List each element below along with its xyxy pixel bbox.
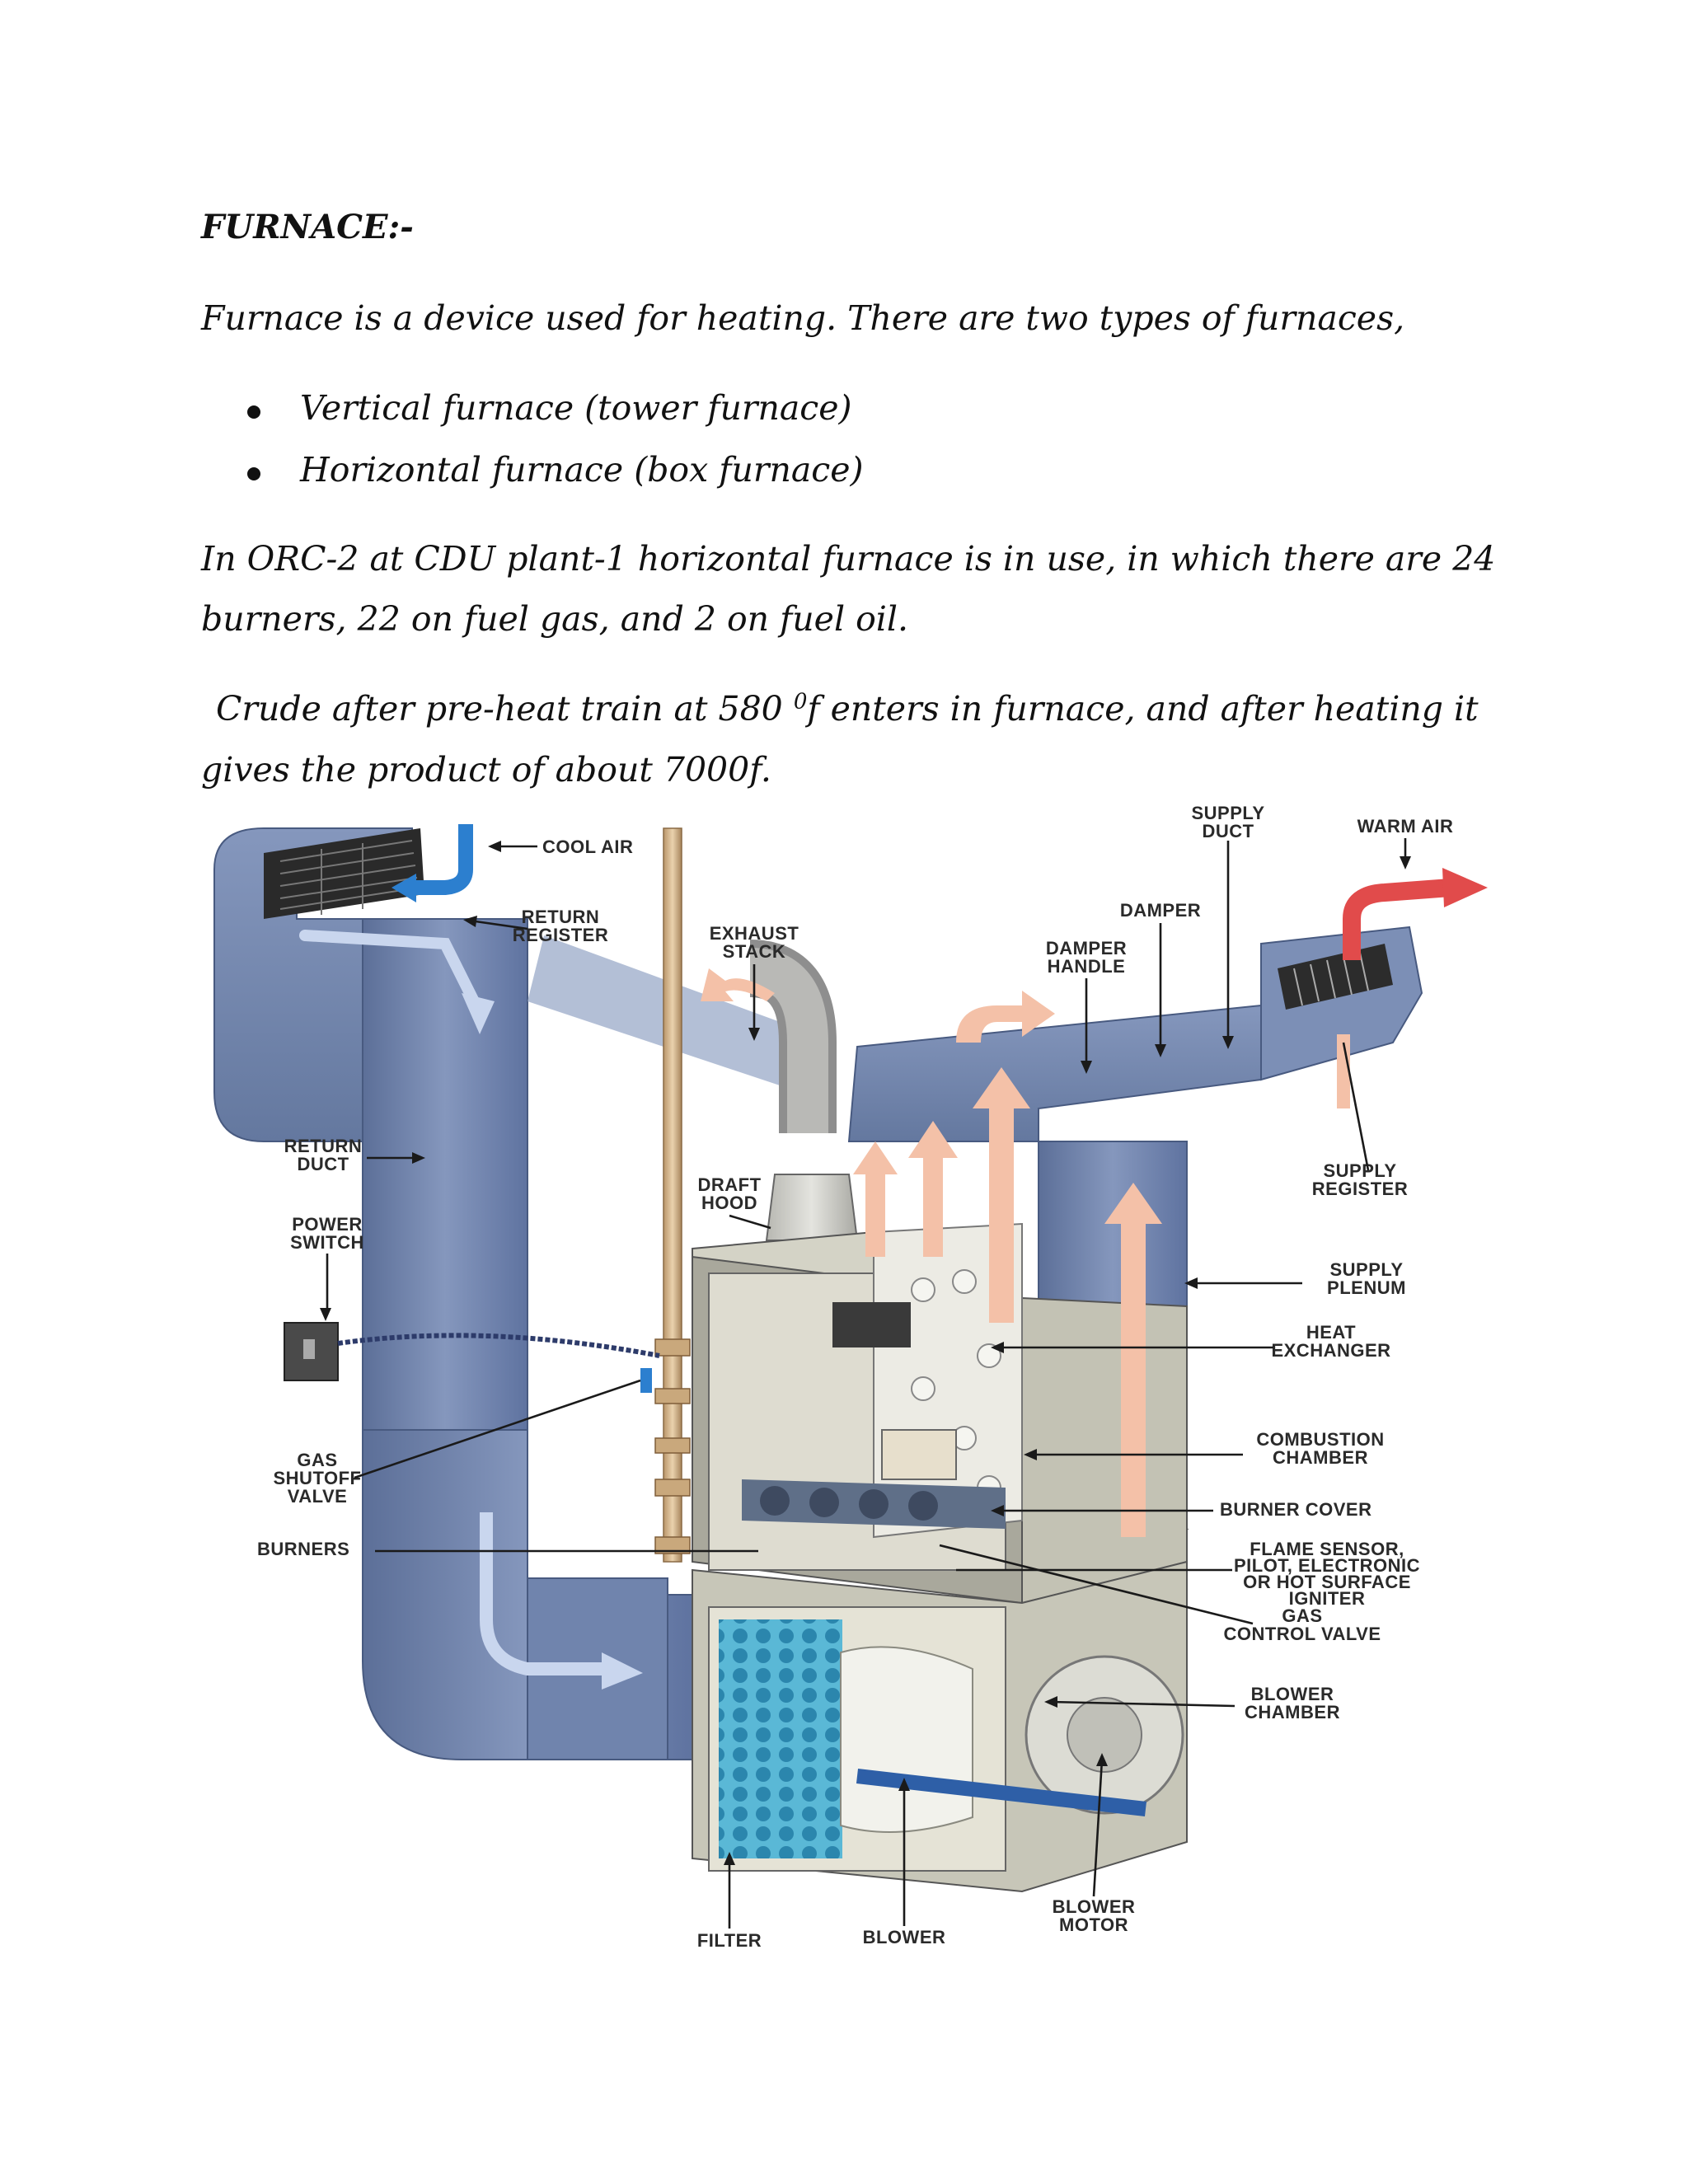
furnace-type-item: Horizontal furnace (box furnace)	[300, 450, 864, 490]
label-blower-chamber: CHAMBER	[1245, 1702, 1340, 1722]
label-blower-chamber: BLOWER	[1251, 1684, 1334, 1704]
crude-paragraph-line: Crude after pre-heat train at 580 0f ent…	[216, 689, 1479, 729]
draft-hood	[748, 940, 859, 1241]
label-draft-hood: HOOD	[701, 1193, 757, 1213]
label-warm-air: WARM AIR	[1357, 816, 1454, 837]
bullet-dot	[247, 405, 260, 419]
label-heat-exchanger: HEAT	[1306, 1322, 1356, 1343]
orc-paragraph-line: In ORC-2 at CDU plant-1 horizontal furna…	[201, 539, 1496, 579]
label-exhaust-stack: EXHAUST	[710, 923, 799, 944]
label-cool-air: COOL AIR	[542, 837, 633, 857]
label-flame-sensor: IGNITER	[1289, 1588, 1366, 1609]
cool-air-arrow	[412, 824, 473, 895]
label-gas-shutoff-valve: GAS	[297, 1450, 337, 1470]
label-flame-sensor: PILOT, ELECTRONIC	[1234, 1555, 1420, 1576]
label-damper-handle: DAMPER	[1046, 938, 1127, 958]
label-supply-duct: DUCT	[1202, 821, 1254, 841]
warm-air-flow	[701, 968, 1162, 1537]
label-blower-motor: MOTOR	[1059, 1915, 1128, 1935]
label-supply-plenum: SUPPLY	[1329, 1259, 1403, 1280]
crude-text-b: f enters in furnace, and after heating i…	[807, 689, 1479, 729]
label-exhaust-stack: STACK	[723, 941, 786, 962]
furnace-type-item: Vertical furnace (tower furnace)	[300, 388, 852, 428]
return-register	[264, 828, 424, 919]
intro-paragraph: Furnace is a device used for heating. Th…	[201, 298, 1405, 338]
orc-paragraph-line: burners, 22 on fuel gas, and 2 on fuel o…	[201, 599, 909, 639]
label-gas-shutoff-valve: SHUTOFF	[274, 1468, 362, 1488]
label-power-switch: SWITCH	[290, 1232, 364, 1253]
exhaust-stack	[663, 827, 682, 1563]
label-power-switch: POWER	[292, 1214, 363, 1235]
label-combustion-chamber: CHAMBER	[1273, 1447, 1368, 1468]
label-combustion-chamber: COMBUSTION	[1256, 1429, 1384, 1450]
diagram-labels: COOL AIR RETURN REGISTER EXHAUST STACK S…	[257, 803, 1453, 1951]
label-blower: BLOWER	[863, 1927, 946, 1947]
label-supply-register: SUPPLY	[1323, 1160, 1396, 1181]
label-burner-cover: BURNER COVER	[1220, 1499, 1372, 1520]
label-gas-control-valve: GAS	[1282, 1605, 1322, 1626]
label-supply-plenum: PLENUM	[1327, 1277, 1406, 1298]
degree-superscript: 0	[793, 689, 808, 715]
crude-paragraph-line: gives the product of about 7000f.	[201, 750, 771, 790]
page-heading: FURNACE:-	[201, 208, 414, 246]
bullet-dot	[247, 467, 260, 480]
label-flame-sensor: OR HOT SURFACE	[1243, 1572, 1411, 1592]
furnace-cabinet	[284, 1222, 1189, 1893]
warm-air-arrow	[1343, 879, 1451, 960]
filter	[719, 1619, 842, 1858]
label-blower-motor: BLOWER	[1053, 1896, 1136, 1917]
label-flame-sensor: FLAME SENSOR,	[1250, 1539, 1404, 1559]
furnace-diagram: COOL AIR RETURN REGISTER EXHAUST STACK S…	[213, 803, 1488, 1951]
label-damper: DAMPER	[1120, 900, 1201, 921]
label-return-duct: RETURN	[284, 1136, 363, 1156]
label-draft-hood: DRAFT	[697, 1174, 761, 1195]
label-supply-register: REGISTER	[1312, 1179, 1408, 1199]
label-return-register: REGISTER	[513, 925, 608, 945]
leader-lines	[326, 838, 1407, 1929]
leader-arrowheads	[320, 841, 1411, 1865]
label-filter: FILTER	[697, 1930, 762, 1951]
label-damper-handle: HANDLE	[1048, 956, 1126, 977]
label-return-duct: DUCT	[297, 1154, 349, 1174]
label-burners: BURNERS	[257, 1539, 349, 1559]
label-gas-shutoff-valve: VALVE	[288, 1486, 348, 1507]
crude-text-a: Crude after pre-heat train at 580	[216, 689, 794, 729]
label-supply-duct: SUPPLY	[1191, 803, 1264, 823]
label-gas-control-valve: CONTROL VALVE	[1223, 1624, 1381, 1644]
label-heat-exchanger: EXCHANGER	[1271, 1340, 1390, 1361]
label-return-register: RETURN	[522, 907, 600, 927]
